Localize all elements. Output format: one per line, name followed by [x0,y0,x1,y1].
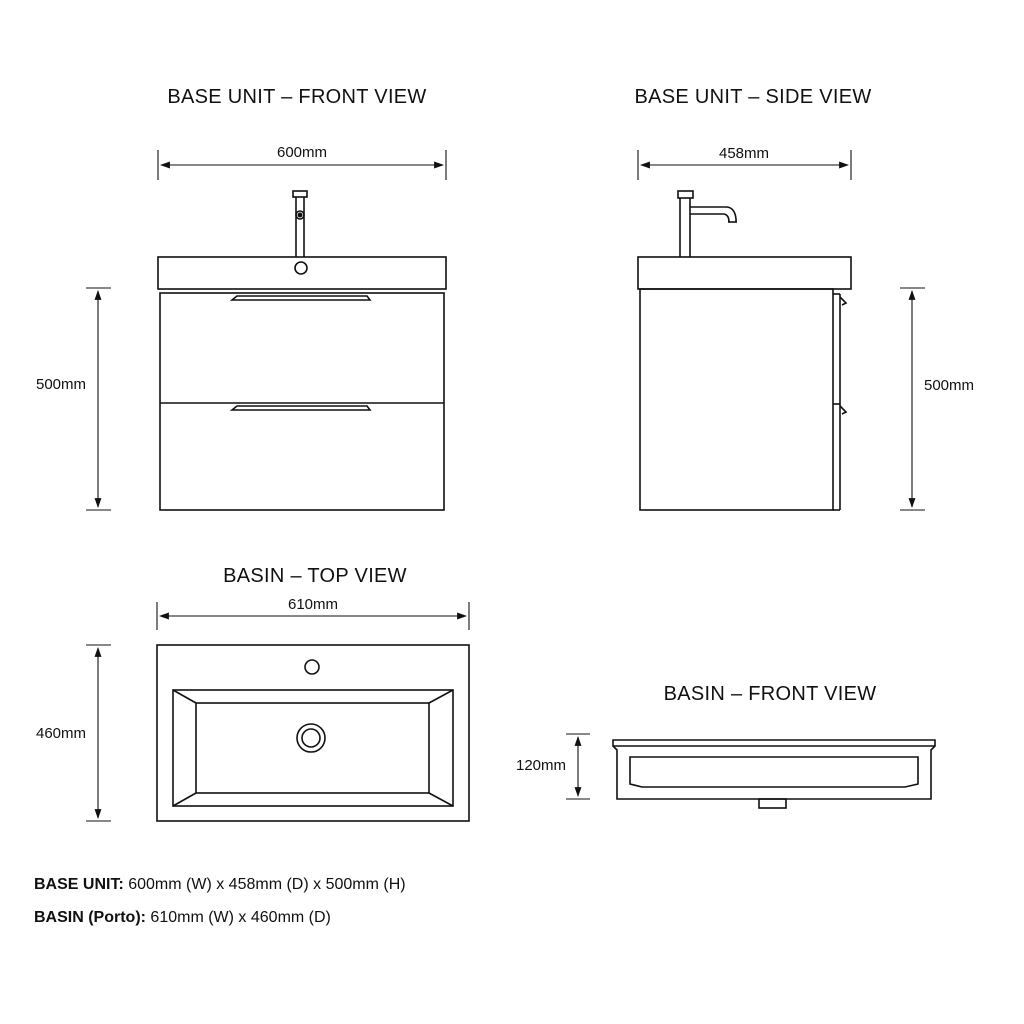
drawer-handle-bottom [229,405,372,411]
basin-front-height-dimension: 120mm [516,733,590,800]
spec-basin-label: BASIN (Porto): [34,909,146,926]
base-front-height-label: 500mm [36,376,86,393]
drawer-handle-top [229,295,372,301]
base-front-title: BASE UNIT – FRONT VIEW [167,86,426,108]
tap-front [292,190,308,257]
base-side-view: BASE UNIT – SIDE VIEW 458mm 500mm [634,86,974,511]
basin-top-depth-dimension: 460mm [36,644,111,822]
tap-hole-front [294,261,308,275]
basin-top-width-label: 610mm [288,596,338,613]
base-side-title: BASE UNIT – SIDE VIEW [634,86,871,108]
base-side-depth-dimension: 458mm [637,145,852,180]
drawer-handle-side-top [839,296,848,306]
base-side-height-dimension: 500mm [900,287,974,511]
bowl-outer [172,689,454,807]
basin-top-depth-label: 460mm [36,725,86,742]
base-front-height-dimension: 500mm [36,287,111,511]
drawer-handle-side-bottom [839,405,848,415]
basin-front-title: BASIN – FRONT VIEW [664,683,877,705]
cabinet-front [159,292,445,511]
base-side-depth-label: 458mm [719,145,769,162]
spec-base-unit: BASE UNIT: 600mm (W) x 458mm (D) x 500mm… [34,876,406,894]
spec-basin-value: 610mm (W) x 460mm (D) [145,909,331,926]
basin-top-width-dimension: 610mm [156,596,470,630]
spec-base-unit-label: BASE UNIT: [34,876,124,893]
basin-top-title: BASIN – TOP VIEW [223,565,407,587]
base-front-width-label: 600mm [277,144,327,161]
base-front-width-dimension: 600mm [157,144,447,180]
basin-front-height-label: 120mm [516,757,566,774]
tap-hole-top [304,659,320,675]
base-side-height-label: 500mm [924,377,974,394]
waste-outer [296,723,326,753]
basin-slab-front [157,256,447,290]
basin-top-view: BASIN – TOP VIEW 610mm 460mm [36,565,470,822]
waste-inner [301,728,321,748]
basin-outline-top [156,644,470,822]
bowl-floor [195,702,430,794]
spec-basin: BASIN (Porto): 610mm (W) x 460mm (D) [34,909,331,927]
cabinet-side [639,288,834,511]
waste-front [758,798,787,809]
tap-side [677,190,737,257]
basin-slab-side [637,256,852,290]
spec-base-unit-value: 600mm (W) x 458mm (D) x 500mm (H) [123,876,406,893]
basin-outline-front [612,739,936,800]
basin-bowl-front [629,756,919,788]
basin-front-view: BASIN – FRONT VIEW 120mm [516,683,936,809]
base-front-view: BASE UNIT – FRONT VIEW 600mm 500mm [36,86,447,511]
